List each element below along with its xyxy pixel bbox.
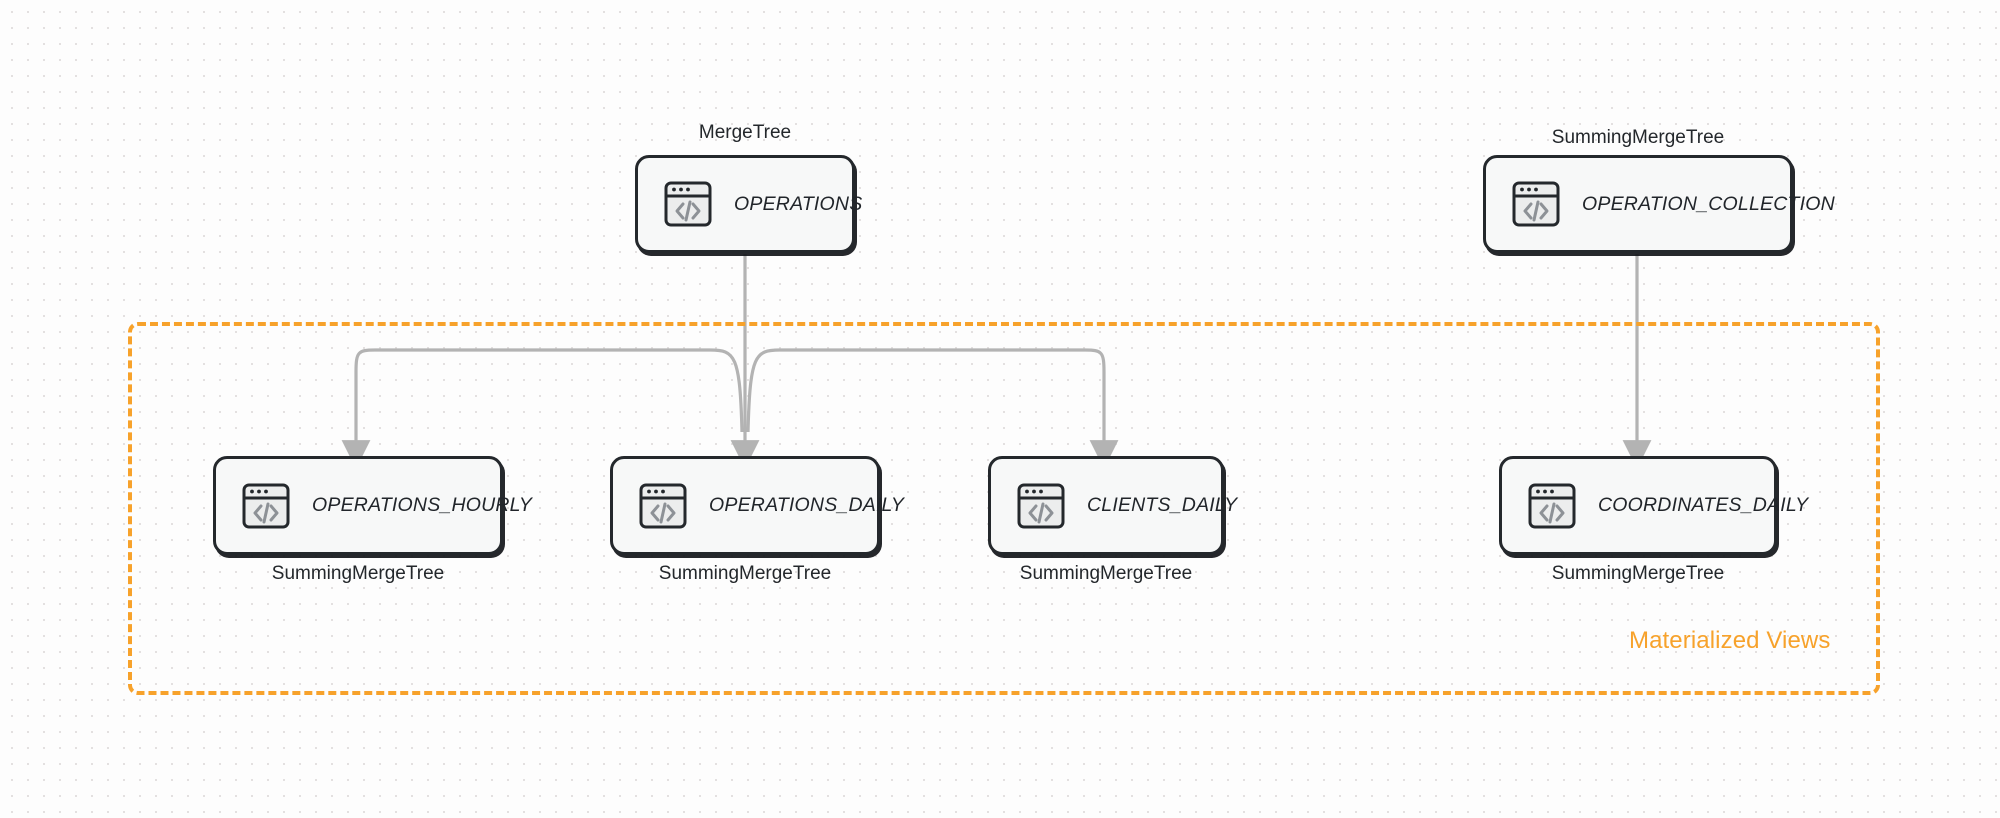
engine-label-operations: MergeTree <box>698 122 792 143</box>
engine-label-operation-collection: SummingMergeTree <box>1551 127 1725 148</box>
node-title-clients-daily: CLIENTS_DAILY <box>1087 494 1238 516</box>
code-window-icon <box>1512 181 1560 227</box>
code-window-icon <box>242 483 290 529</box>
engine-label-operations-daily: SummingMergeTree <box>658 563 832 584</box>
code-window-icon <box>1528 483 1576 529</box>
node-operation-collection[interactable]: OPERATION_COLLECTION <box>1483 155 1835 253</box>
node-title-coordinates-daily: COORDINATES_DAILY <box>1598 494 1809 516</box>
node-coordinates-daily[interactable]: COORDINATES_DAILY <box>1499 456 1808 555</box>
node-operations-daily[interactable]: OPERATIONS_DAILY <box>610 456 904 555</box>
code-window-icon <box>664 181 712 227</box>
materialized-views-group <box>128 322 1880 695</box>
node-clients-daily[interactable]: CLIENTS_DAILY <box>988 456 1237 555</box>
engine-label-operations-hourly: SummingMergeTree <box>271 563 445 584</box>
node-title-operations-daily: OPERATIONS_DAILY <box>709 494 905 516</box>
engine-label-coordinates-daily: SummingMergeTree <box>1551 563 1725 584</box>
node-title-operations-hourly: OPERATIONS_HOURLY <box>312 494 533 516</box>
node-title-operations: OPERATIONS <box>734 192 863 215</box>
node-operations[interactable]: OPERATIONS <box>635 155 862 253</box>
engine-label-clients-daily: SummingMergeTree <box>1019 563 1193 584</box>
materialized-views-group-label: Materialized Views <box>1629 627 1831 654</box>
node-title-operation-collection: OPERATION_COLLECTION <box>1582 192 1835 215</box>
node-operations-hourly[interactable]: OPERATIONS_HOURLY <box>213 456 532 555</box>
code-window-icon <box>1017 483 1065 529</box>
code-window-icon <box>639 483 687 529</box>
